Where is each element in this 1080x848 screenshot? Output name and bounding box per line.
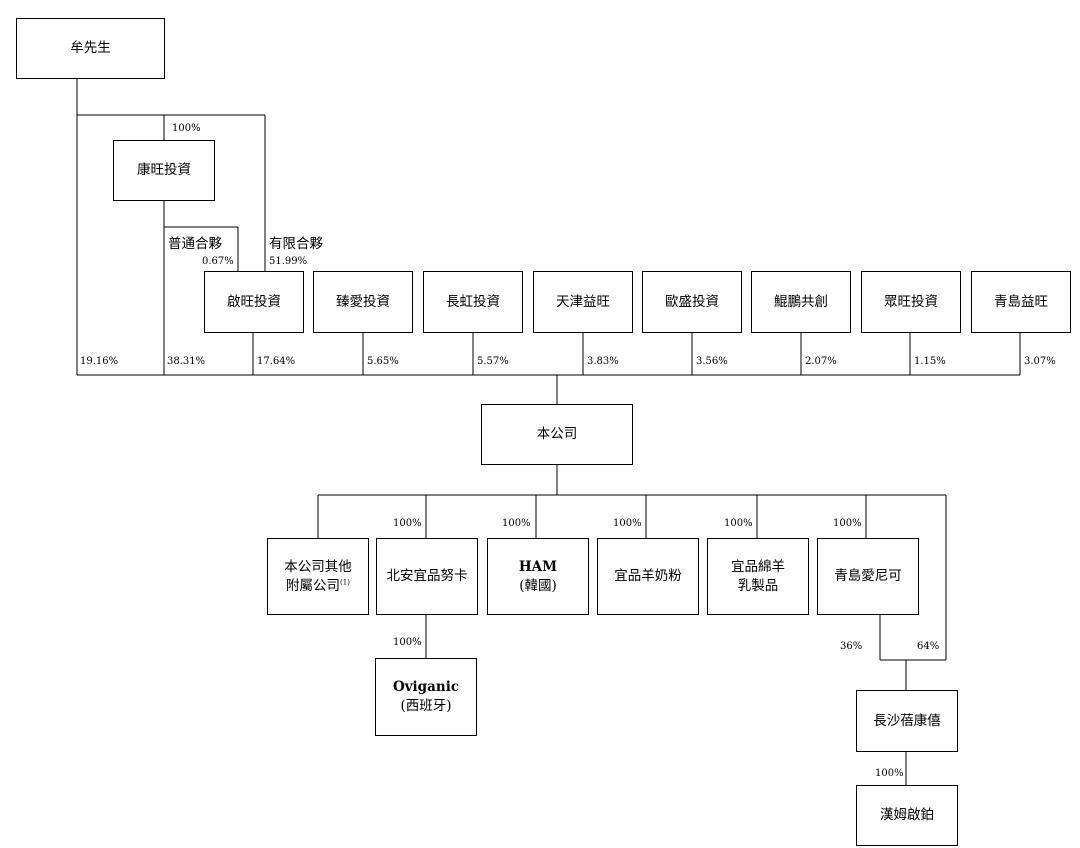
edge-label-company-changsha: 64% xyxy=(917,641,940,652)
node-tianjin-yiwang: 天津益旺 xyxy=(533,271,633,333)
node-label: 長沙蓓康僖 xyxy=(873,712,941,729)
node-label: 康旺投資 xyxy=(137,162,191,178)
node-mr-mou: 牟先生 xyxy=(16,18,165,79)
node-label-line-1: 本公司其他 xyxy=(284,558,352,575)
footnote-marker: (1) xyxy=(340,578,350,586)
node-label: 本公司 xyxy=(536,426,578,442)
node-label: 歐盛投資 xyxy=(665,293,719,310)
node-label-line-2: 乳製品 xyxy=(737,577,779,594)
node-label: 青島愛尼可 xyxy=(834,568,902,584)
edge-label-share-qiwang: 17.64% xyxy=(257,356,296,367)
node-label: 啟旺投資 xyxy=(227,293,281,310)
edge-label-limited-partner: 有限合夥 xyxy=(269,236,323,252)
edge-label-share-qingdao: 3.07% xyxy=(1024,356,1056,367)
edge-label-sub-yangnai: 100% xyxy=(613,518,642,529)
node-label-line-1: HAM xyxy=(518,558,558,575)
edge-label-aini-changsha: 36% xyxy=(840,641,863,652)
node-label-line-1: 宜品綿羊 xyxy=(731,558,785,575)
edge-label-share-zhenai: 5.65% xyxy=(367,356,399,367)
node-qingdao-yiwang: 青島益旺 xyxy=(971,271,1071,333)
node-label-line-1: Oviganic xyxy=(392,679,460,695)
node-yipin-goat-milk-powder: 宜品羊奶粉 xyxy=(597,538,699,615)
node-label: 北安宜品努卡 xyxy=(386,568,468,584)
node-qiwang-investment: 啟旺投資 xyxy=(204,271,304,333)
node-label: 臻愛投資 xyxy=(336,293,390,310)
edge-label-mou-kangwang: 100% xyxy=(172,123,201,134)
edge-label-sub-ham: 100% xyxy=(502,518,531,529)
node-oviganic-spain: Oviganic (西班牙) xyxy=(375,658,477,736)
edge-label-share-zhongwang: 1.15% xyxy=(914,356,946,367)
edge-label-lp-pct: 51.99% xyxy=(269,256,308,267)
node-label-line-2: 附屬公司 xyxy=(286,577,341,594)
edge-label-share-kangwang: 38.31% xyxy=(167,356,206,367)
edge-label-gp-pct: 0.67% xyxy=(202,256,234,267)
node-zhongwang-investment: 眾旺投資 xyxy=(861,271,961,333)
node-zhenai-investment: 臻愛投資 xyxy=(313,271,413,333)
node-kunpeng-gongchuang: 鯤鵬共創 xyxy=(751,271,851,333)
node-changhong-investment: 長虹投資 xyxy=(423,271,523,333)
node-label-line-2: (韓國) xyxy=(519,577,557,594)
node-qingdao-ainike: 青島愛尼可 xyxy=(817,538,919,615)
edge-label-sub-aini: 100% xyxy=(833,518,862,529)
node-beian-yipin-nuka: 北安宜品努卡 xyxy=(376,538,478,615)
edge-label-share-kunpeng: 2.07% xyxy=(805,356,837,367)
node-label: 眾旺投資 xyxy=(884,293,938,310)
edge-label-sub-mianyang: 100% xyxy=(724,518,753,529)
node-label: 天津益旺 xyxy=(556,293,610,310)
node-changsha-beikangxi: 長沙蓓康僖 xyxy=(856,690,958,752)
node-ham-korea: HAM (韓國) xyxy=(487,538,589,615)
node-label: 牟先生 xyxy=(70,40,111,56)
node-yipin-sheep-dairy: 宜品綿羊 乳製品 xyxy=(707,538,809,615)
edge-label-general-partner: 普通合夥 xyxy=(168,236,222,252)
node-hanmu-qibo: 漢姆啟鉑 xyxy=(856,785,958,846)
node-label: 長虹投資 xyxy=(446,293,500,310)
node-label: 青島益旺 xyxy=(994,293,1048,310)
node-label-line-2: (西班牙) xyxy=(400,698,452,714)
node-kangwang-investment: 康旺投資 xyxy=(113,140,215,201)
edge-label-share-tianjin: 3.83% xyxy=(587,356,619,367)
edge-label-changsha-hanmu: 100% xyxy=(875,768,904,779)
node-company: 本公司 xyxy=(481,404,633,465)
edge-label-sub-beian: 100% xyxy=(393,518,422,529)
edge-label-sub-oviganic: 100% xyxy=(393,637,422,648)
node-label: 漢姆啟鉑 xyxy=(880,807,934,823)
node-label: 鯤鵬共創 xyxy=(774,293,828,310)
edge-label-share-ousheng: 3.56% xyxy=(696,356,728,367)
node-ousheng-investment: 歐盛投資 xyxy=(642,271,742,333)
node-other-subsidiaries: 本公司其他 附屬公司(1) xyxy=(267,538,369,615)
node-label: 宜品羊奶粉 xyxy=(614,568,682,584)
edge-label-share-changhong: 5.57% xyxy=(477,356,509,367)
edge-label-share-mou: 19.16% xyxy=(80,356,119,367)
